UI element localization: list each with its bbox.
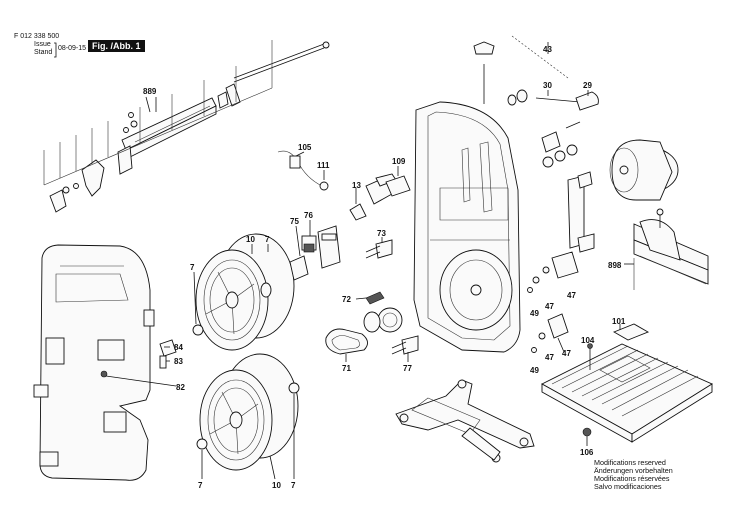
header-bracket [54,42,57,58]
part-label: 111 [317,161,330,170]
part-label: 83 [174,357,183,366]
part-label: 7 [190,263,195,272]
part-label: 10 [272,481,281,490]
part-label: 13 [352,181,361,190]
note-line: Änderungen vorbehalten [594,466,673,475]
part-label: 71 [342,364,351,373]
part-label: 75 [290,217,299,226]
part-label: 29 [583,81,592,90]
note-line: Modifications réservées [594,474,670,483]
part-label: 898 [608,261,622,270]
part-label: 101 [612,317,626,326]
wheel-guard-cover [33,244,155,481]
rip-fence-assembly [43,40,330,213]
part-label: 109 [392,157,406,166]
issue-label: Issue [34,41,51,48]
part-label: 49 [530,366,539,375]
part-labels: 889 43 30 29 105 111 109 13 76 75 73 10 … [143,45,626,490]
stand-label: Stand [34,49,53,56]
part-label: 10 [246,235,255,244]
upper-wheel-assembly [192,233,295,351]
part-label: 82 [176,383,185,392]
drive-belt-parts [325,291,403,355]
part-label: 47 [545,302,554,311]
motor [609,139,679,201]
part-label: 106 [580,448,594,457]
leader-lines [105,42,634,480]
part-label: 47 [562,349,571,358]
blade-guide-bracket-lower [391,335,419,355]
note-line: Salvo modificaciones [594,482,662,491]
part-label: 76 [304,211,313,220]
blade-tension-assembly [473,35,599,111]
part-label: 7 [291,481,296,490]
part-label: 30 [543,81,552,90]
part-label: 49 [530,309,539,318]
modification-notes: Modifications reserved Änderungen vorbeh… [594,459,673,491]
blade-guide-bracket-upper [365,239,393,259]
lower-blade-guide [527,251,579,353]
part-label: 889 [143,87,157,96]
part-label: 104 [581,336,595,345]
saw-table [541,323,713,443]
part-label: 47 [567,291,576,300]
figure-label: Fig. /Abb. 1 [88,40,145,52]
part-label: 7 [265,235,270,244]
upper-blade-guide [541,121,595,253]
lower-wheel-assembly [196,353,300,471]
switch-box [289,225,341,281]
document-code: F 012 338 500 [14,33,60,40]
part-label: 73 [377,229,386,238]
part-label: 47 [545,353,554,362]
knob-parts [159,339,177,369]
note-line: Modifications reserved [594,458,666,467]
stand-base [395,379,535,463]
tilt-bracket [633,208,709,290]
rubber-foot [582,427,592,437]
part-label: 7 [198,481,203,490]
main-frame-housing [413,101,521,353]
power-cable [277,150,329,191]
part-label: 84 [174,343,183,352]
switch-parts [349,173,411,221]
part-label: 72 [342,295,351,304]
part-label: 43 [543,45,552,54]
part-label: 77 [403,364,412,373]
part-label: 105 [298,143,312,152]
issue-date: 08-09-15 [58,45,87,52]
